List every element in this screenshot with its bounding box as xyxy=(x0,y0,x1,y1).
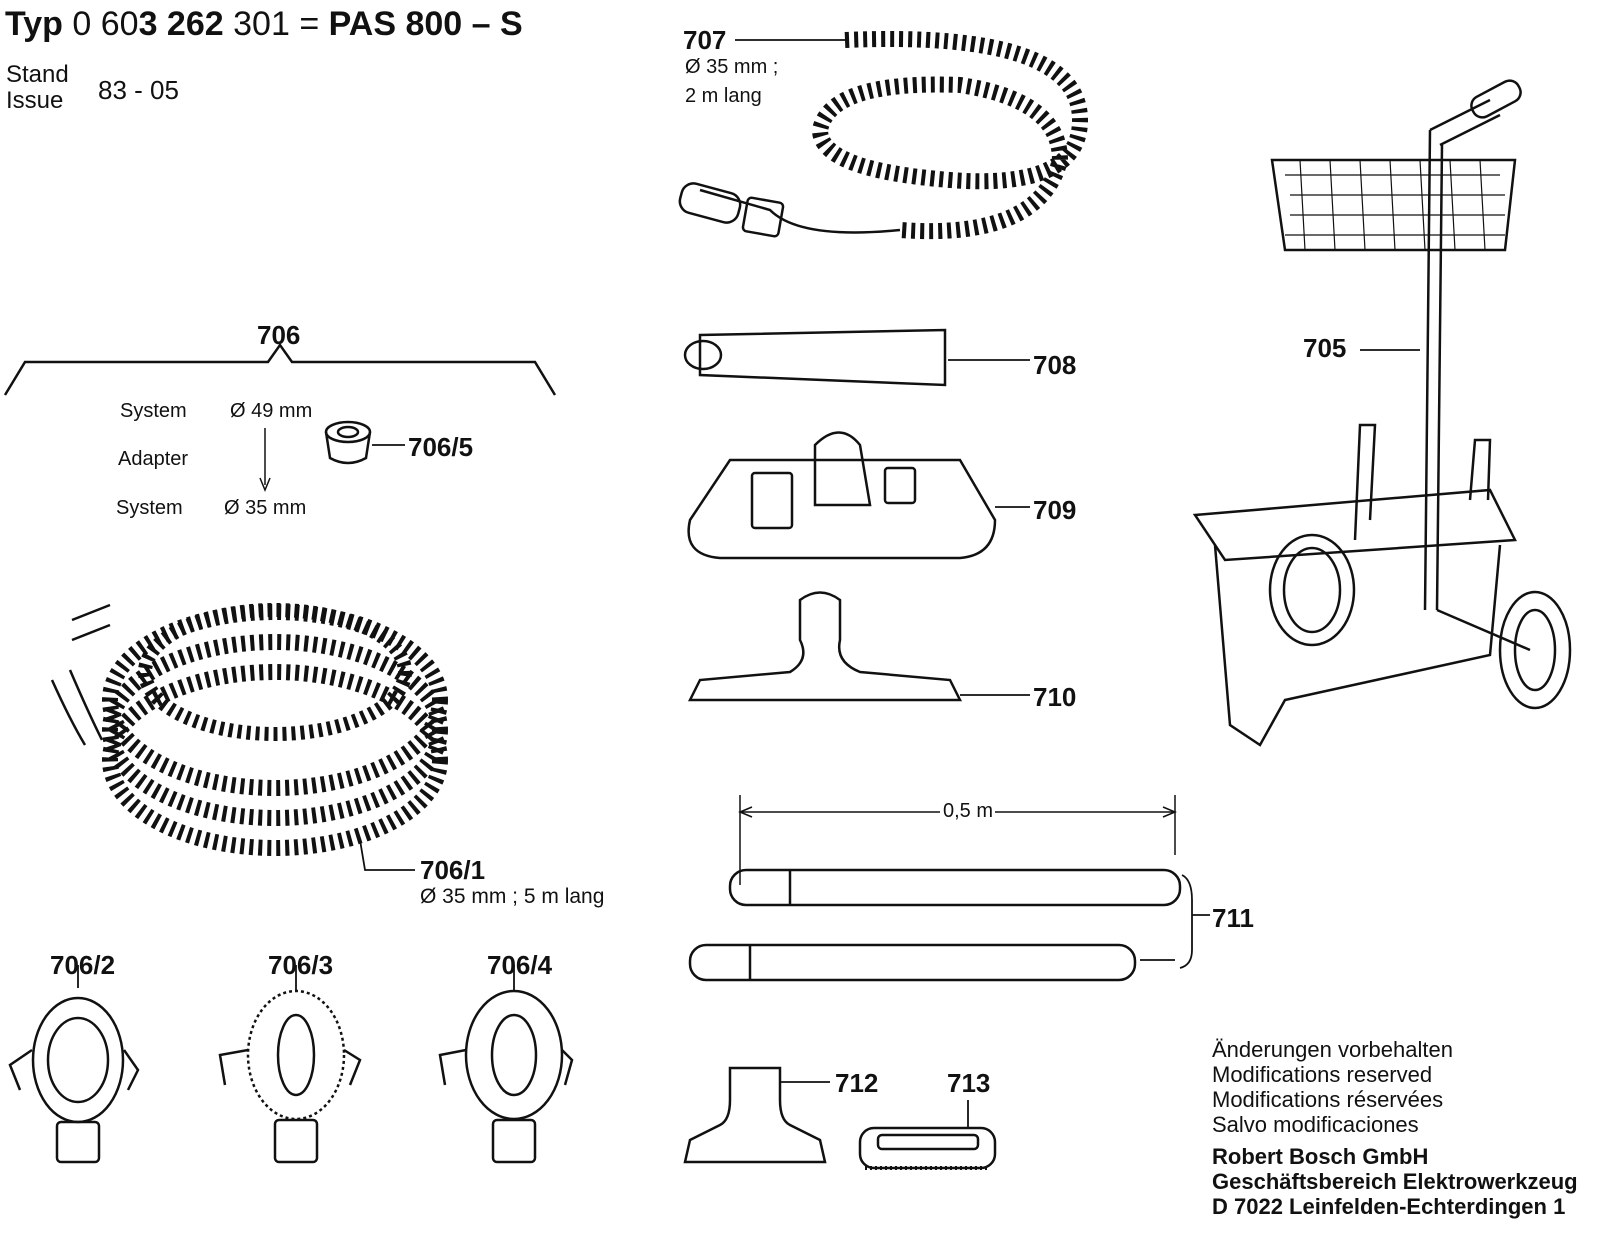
company-address: D 7022 Leinfelden-Echterdingen 1 xyxy=(1212,1194,1566,1219)
typ-prefix: Typ xyxy=(5,5,63,43)
part-label-705: 705 xyxy=(1303,333,1347,363)
stand-de: Stand xyxy=(6,61,69,88)
floor-nozzle-709-drawing xyxy=(687,431,1030,560)
crevice-tool-708-drawing xyxy=(683,328,1030,387)
coiled-hose-706-1-drawing xyxy=(50,603,448,871)
nozzle-706-2-drawing xyxy=(8,965,140,1164)
part-label-708: 708 xyxy=(1033,350,1077,380)
note-es: Salvo modificaciones xyxy=(1212,1112,1419,1137)
part-label-706: 706 xyxy=(257,320,301,350)
adapter-system-top: System xyxy=(120,400,187,422)
note-en: Modifications reserved xyxy=(1212,1062,1433,1087)
model-name: PAS 800 – S xyxy=(328,5,523,43)
part-label-709: 709 xyxy=(1033,495,1077,525)
adapter-label: Adapter xyxy=(118,448,189,470)
typ-number-b: 3 262 xyxy=(138,5,224,43)
modification-notes: Änderungen vorbehalten Modifications res… xyxy=(1212,1037,1453,1137)
extension-tubes-711-drawing xyxy=(688,795,1210,982)
company-division: Geschäftsbereich Elektrowerkzeug xyxy=(1212,1169,1578,1194)
company-block: Robert Bosch GmbH Geschäftsbereich Elekt… xyxy=(1212,1144,1578,1219)
part-label-707: 707 xyxy=(683,25,727,55)
part-label-706-4: 706/4 xyxy=(487,950,553,980)
adapter-system-bottom: System xyxy=(116,497,183,519)
nozzle-706-3-drawing xyxy=(218,965,362,1164)
part-label-713: 713 xyxy=(947,1068,991,1098)
part-label-712: 712 xyxy=(835,1068,879,1098)
hose-707-drawing xyxy=(678,31,1089,240)
part-label-710: 710 xyxy=(1033,682,1077,712)
part-spec-707-length: 2 m lang xyxy=(685,85,762,107)
stand-en: Issue xyxy=(6,87,64,114)
part-spec-707-diameter: Ø 35 mm ; xyxy=(685,56,779,78)
adapter-diameter-bottom: Ø 35 mm xyxy=(224,497,307,519)
brush-713-drawing xyxy=(858,1100,997,1170)
tool-712-drawing xyxy=(683,1066,830,1164)
part-spec-706-1: Ø 35 mm ; 5 m lang xyxy=(420,885,605,908)
stand-value: 83 - 05 xyxy=(98,75,179,105)
note-de: Änderungen vorbehalten xyxy=(1212,1037,1453,1062)
upholstery-tool-710-drawing xyxy=(687,591,1030,702)
stand-label: Stand Issue xyxy=(6,62,69,114)
nozzle-706-4-drawing xyxy=(438,965,574,1164)
company-name: Robert Bosch GmbH xyxy=(1212,1144,1429,1169)
typ-number-a: 0 60 xyxy=(72,5,139,43)
typ-number-c: 301 xyxy=(233,5,290,43)
group-706-bracket xyxy=(3,342,557,396)
adapter-706-5-drawing xyxy=(324,420,405,465)
adapter-diameter-top: Ø 49 mm xyxy=(230,400,313,422)
part-label-706-3: 706/3 xyxy=(268,950,334,980)
trolley-705-drawing xyxy=(1192,79,1572,747)
document-title: Typ 0 603 262 301 = PAS 800 – S xyxy=(5,5,523,44)
part-label-706-1: 706/1 xyxy=(420,855,486,885)
part-711-length: 0,5 m xyxy=(943,800,994,822)
part-label-711: 711 xyxy=(1212,903,1254,933)
part-label-706-5: 706/5 xyxy=(408,432,474,462)
equals-sign: = xyxy=(299,5,320,43)
note-fr: Modifications réservées xyxy=(1212,1087,1444,1112)
part-label-706-2: 706/2 xyxy=(50,950,116,980)
